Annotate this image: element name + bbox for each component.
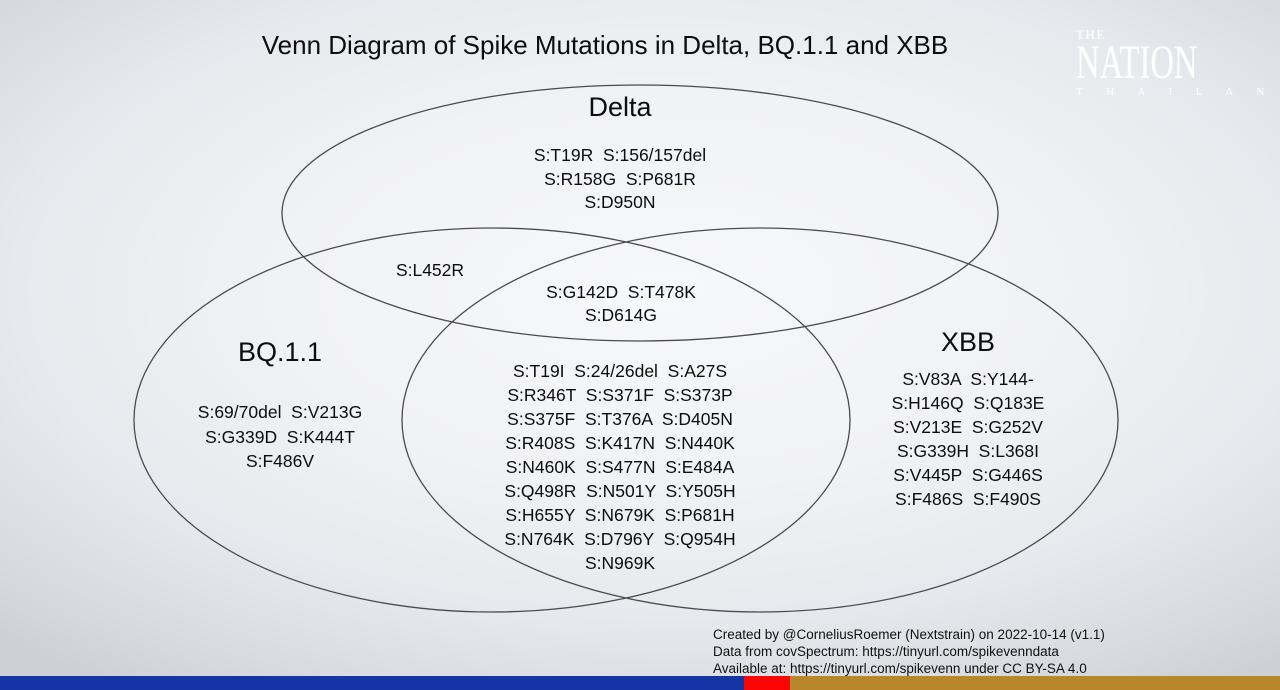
mutation-line: S:D950N — [584, 192, 656, 212]
attribution-line-license: Available at: https://tinyurl.com/spikev… — [713, 661, 1087, 676]
mutation-line: S:G142D S:T478K — [546, 282, 696, 302]
xbb-only-mutations: S:V83A S:Y144- S:H146Q S:Q183E S:V213E S… — [818, 367, 1118, 511]
attribution-text: Created by @CorneliusRoemer (Nextstrain)… — [713, 626, 1105, 677]
mutation-line: S:T19I S:24/26del S:A27S — [512, 361, 728, 381]
mutation-line: S:V83A S:Y144- — [902, 369, 1034, 389]
footer-bar-blue-segment — [0, 676, 744, 690]
mutation-line: S:N460K S:S477N S:E484A — [505, 457, 735, 477]
mutation-line: S:V213E S:G252V — [893, 417, 1043, 437]
mutation-line: S:R408S S:K417N S:N440K — [505, 433, 735, 453]
mutation-line: S:N969K — [584, 553, 656, 573]
attribution-line-created: Created by @CorneliusRoemer (Nextstrain)… — [713, 627, 1105, 642]
nation-thailand-logo: THE NATION T H A I L A N D — [1076, 27, 1280, 98]
bq11-set-label: BQ.1.1 — [237, 337, 323, 367]
footer-bar-gold-segment — [790, 676, 1280, 690]
mutation-line: S:D614G — [585, 305, 657, 325]
mutation-line: S:F486V — [245, 451, 315, 471]
delta-set-label: Delta — [588, 92, 652, 122]
delta-bq11-xbb-intersection-mutations: S:G142D S:T478K S:D614G — [471, 281, 771, 327]
xbb-set-label: XBB — [940, 327, 996, 357]
logo-thailand-text: T H A I L A N D — [1076, 86, 1280, 98]
mutation-line: S:L452R — [395, 260, 465, 280]
mutation-line: S:V445P S:G446S — [893, 465, 1043, 485]
attribution-line-data-source: Data from covSpectrum: https://tinyurl.c… — [713, 644, 1059, 659]
footer-color-bar — [0, 676, 1280, 690]
mutation-line: S:R346T S:S371F S:S373P — [507, 385, 733, 405]
bq11-ellipse — [133, 227, 851, 613]
page-title: Venn Diagram of Spike Mutations in Delta… — [261, 30, 949, 60]
mutation-line: S:N764K S:D796Y S:Q954H — [504, 529, 736, 549]
mutation-line: S:G339H S:L368I — [896, 441, 1040, 461]
mutation-line: S:G339D S:K444T — [205, 426, 355, 447]
footer-bar-red-segment — [744, 676, 790, 690]
mutation-line: S:R158G S:P681R — [544, 168, 696, 189]
bq11-xbb-intersection-mutations: S:T19I S:24/26del S:A27S S:R346T S:S371F… — [440, 359, 800, 575]
mutation-line: S:T19R S:156/157del — [533, 145, 707, 165]
mutation-line: S:F486S S:F490S — [895, 489, 1041, 509]
delta-ellipse — [281, 84, 999, 342]
delta-only-mutations: S:T19R S:156/157del S:R158G S:P681R S:D9… — [420, 144, 820, 215]
delta-bq11-intersection-mutations: S:L452R — [330, 258, 530, 282]
mutation-line: S:H655Y S:N679K S:P681H — [505, 505, 735, 525]
mutation-line: S:Q498R S:N501Y S:Y505H — [504, 481, 736, 501]
bq11-only-mutations: S:69/70del S:V213G S:G339D S:K444T S:F48… — [105, 400, 455, 474]
mutation-line: S:S375F S:T376A S:D405N — [507, 409, 733, 429]
mutation-line: S:69/70del S:V213G — [197, 402, 363, 422]
mutation-line: S:H146Q S:Q183E — [891, 393, 1045, 413]
logo-nation-text: NATION — [1076, 36, 1198, 89]
xbb-ellipse — [401, 227, 1119, 613]
logo-the-text: THE — [1076, 27, 1106, 42]
